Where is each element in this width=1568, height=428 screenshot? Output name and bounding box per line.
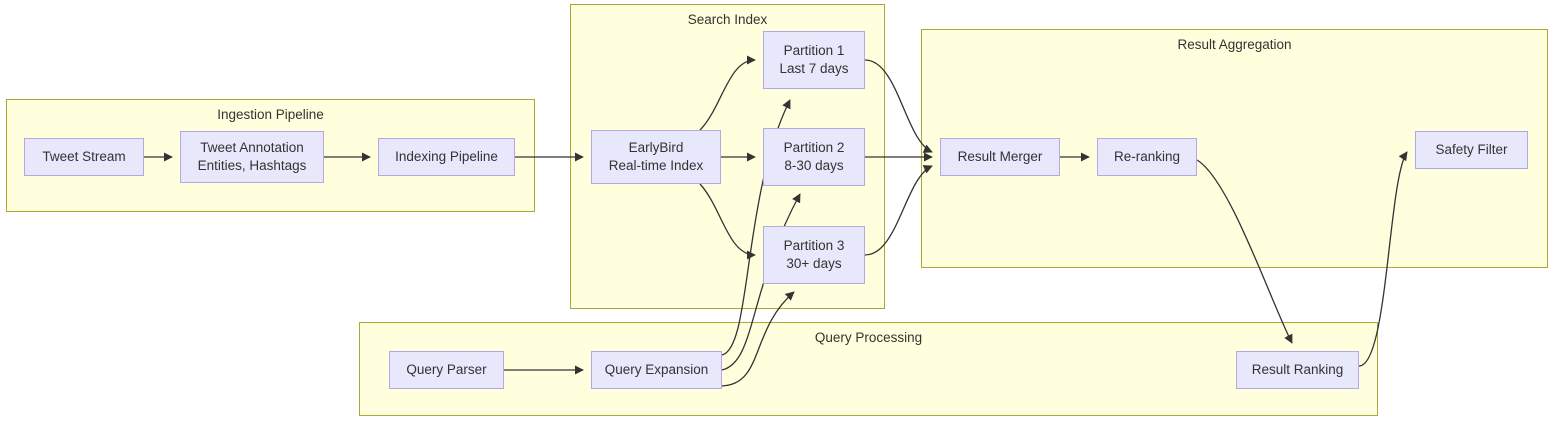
node-query-expansion[interactable]: Query Expansion (591, 351, 722, 389)
node-label: Query Expansion (604, 361, 709, 377)
node-sublabel: Entities, Hashtags (197, 158, 307, 173)
node-earlybird-realtime-index[interactable]: EarlyBird Real-time Index (591, 130, 721, 184)
node-sublabel: 30+ days (786, 256, 842, 271)
node-result-ranking[interactable]: Result Ranking (1236, 351, 1359, 389)
node-label: Partition 3 (783, 237, 845, 253)
node-label: Indexing Pipeline (395, 148, 498, 164)
node-sublabel: Real-time Index (608, 158, 704, 173)
cluster-label-result-aggregation: Result Aggregation (1177, 37, 1292, 52)
node-label: EarlyBird (628, 139, 684, 155)
node-indexing-pipeline[interactable]: Indexing Pipeline (378, 138, 515, 176)
node-sublabel: 8-30 days (784, 158, 844, 173)
node-tweet-stream[interactable]: Tweet Stream (24, 138, 144, 176)
cluster-label-search-index: Search Index (687, 12, 768, 27)
cluster-query-processing: Query Processing (359, 322, 1378, 416)
node-label: Query Parser (406, 361, 487, 377)
node-query-parser[interactable]: Query Parser (389, 351, 504, 389)
node-label: Tweet Annotation (200, 139, 304, 155)
cluster-label-query-processing: Query Processing (814, 330, 923, 345)
node-label: Safety Filter (1435, 141, 1508, 157)
node-label: Re-ranking (1113, 148, 1181, 164)
node-label: Tweet Stream (42, 148, 126, 164)
cluster-label-ingestion-pipeline: Ingestion Pipeline (217, 107, 324, 122)
node-label: Partition 2 (783, 139, 845, 155)
node-re-ranking[interactable]: Re-ranking (1097, 138, 1197, 176)
node-label: Partition 1 (783, 42, 845, 58)
node-label: Result Merger (957, 148, 1043, 164)
node-sublabel: Last 7 days (779, 61, 849, 76)
node-result-merger[interactable]: Result Merger (940, 138, 1060, 176)
node-partition-1[interactable]: Partition 1 Last 7 days (763, 31, 865, 89)
node-label: Result Ranking (1251, 361, 1344, 377)
node-tweet-annotation[interactable]: Tweet Annotation Entities, Hashtags (180, 131, 324, 183)
node-partition-2[interactable]: Partition 2 8-30 days (763, 128, 865, 186)
node-safety-filter[interactable]: Safety Filter (1415, 131, 1528, 169)
node-partition-3[interactable]: Partition 3 30+ days (763, 226, 865, 284)
